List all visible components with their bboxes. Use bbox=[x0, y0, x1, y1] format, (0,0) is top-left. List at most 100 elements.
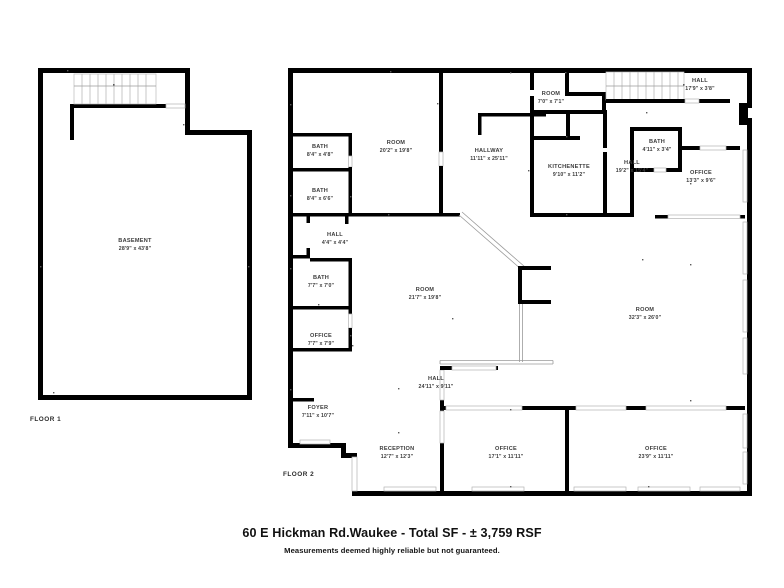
hall-1-dim: 17'9" x 3'8" bbox=[685, 86, 715, 92]
wall-landing-horizontal bbox=[565, 92, 606, 96]
wall-bath1-top bbox=[288, 133, 352, 137]
window-bottom-2 bbox=[471, 486, 525, 492]
window-right-6 bbox=[742, 451, 748, 485]
floor-1-tag: FLOOR 1 bbox=[30, 416, 61, 423]
wall-kitchenette-top bbox=[530, 110, 534, 140]
window-office4-top bbox=[575, 405, 627, 411]
floor-2-tag: FLOOR 2 bbox=[283, 471, 314, 478]
bath-1-name: BATH bbox=[312, 144, 328, 150]
room-label-hall-1: HALL 17'9" x 3'8" bbox=[685, 78, 715, 92]
wall-room2-right bbox=[565, 68, 569, 93]
wall-hall1-bottom bbox=[684, 99, 730, 103]
door-office3 bbox=[439, 410, 445, 444]
wall-office2-bottom bbox=[288, 348, 352, 352]
basement-stair-wall-vertical bbox=[70, 104, 74, 140]
bath-3-dim: 4'11" x 3'4" bbox=[642, 147, 671, 153]
floor-2-group: BATH 8'4" x 4'8" BATH 8'4" x 6'6" ROOM 2… bbox=[283, 68, 752, 496]
bath-3-name: BATH bbox=[649, 139, 665, 145]
basement-dim: 28'9" x 43'8" bbox=[119, 246, 152, 252]
floor-1-group: BASEMENT 28'9" x 43'8" FLOOR 1 bbox=[30, 68, 252, 423]
bath-1-dim: 8'4" x 4'8" bbox=[307, 152, 334, 158]
upper-stair bbox=[605, 71, 685, 101]
wall-center-bottom-arm bbox=[518, 300, 551, 304]
room-4-name: ROOM bbox=[636, 307, 654, 313]
wall-bath3-top bbox=[630, 127, 682, 131]
wall-office2-right-lower bbox=[348, 328, 352, 351]
window-office1-bottom bbox=[667, 214, 741, 219]
wall-hallway-stub-horizontal bbox=[478, 113, 546, 117]
door-bath3 bbox=[653, 167, 667, 173]
door-hall1 bbox=[684, 98, 700, 104]
wall-bath3-left bbox=[630, 127, 634, 172]
room-1-dim: 20'2" x 19'8" bbox=[380, 148, 413, 154]
wall-kitchenette-left bbox=[530, 140, 534, 216]
bath-4-name: BATH bbox=[313, 275, 329, 281]
wall-office3-left bbox=[440, 406, 444, 492]
wall-upperstair-bottom bbox=[606, 99, 684, 103]
center-railing bbox=[439, 304, 554, 365]
bath-4-dim: 7'7" x 7'0" bbox=[308, 283, 335, 289]
wall-kitchenette-inner-right bbox=[566, 110, 570, 140]
room-label-bath-4: BATH 7'7" x 7'0" bbox=[308, 275, 335, 289]
wall-hall2-left bbox=[630, 168, 634, 216]
wall-office3-office4-divider bbox=[565, 406, 569, 492]
room-label-office-4: OFFICE 23'9" x 11'11" bbox=[639, 446, 674, 460]
wall-bath2-bottom bbox=[288, 213, 352, 217]
basement-stair bbox=[73, 73, 157, 105]
office-1-dim: 13'3" x 9'6" bbox=[686, 178, 716, 184]
room-label-basement: BASEMENT 28'9" x 43'8" bbox=[118, 238, 152, 252]
bath-2-dim: 8'4" x 6'6" bbox=[307, 196, 334, 202]
reception-dim: 12'7" x 12'3" bbox=[381, 454, 414, 460]
wall-kitchenette-right bbox=[603, 110, 607, 148]
door-bath1 bbox=[348, 155, 353, 168]
wall-room2-left-lower bbox=[530, 96, 534, 112]
wall-bath4-top bbox=[310, 258, 352, 262]
window-office3-top bbox=[445, 405, 523, 411]
wall-kitchenette-right-lower bbox=[603, 152, 607, 214]
wall-bath1-right bbox=[348, 133, 352, 156]
office-2-dim: 7'7" x 7'9" bbox=[308, 341, 335, 347]
diagonal-partition bbox=[458, 211, 526, 271]
office-4-dim: 23'9" x 11'11" bbox=[639, 454, 674, 460]
room-label-office-3: OFFICE 17'1" x 11'11" bbox=[489, 446, 524, 460]
wall-room2-left bbox=[530, 68, 534, 90]
room-2-dim: 7'0" x 7'1" bbox=[538, 99, 565, 105]
room-label-room-2: ROOM 7'0" x 7'1" bbox=[538, 91, 565, 105]
reception-name: RECEPTION bbox=[380, 446, 415, 452]
window-bottom-1 bbox=[383, 486, 437, 492]
foyer-name: FOYER bbox=[308, 405, 329, 411]
wall-foyer-stub bbox=[288, 398, 314, 402]
wall-hallway-stub-vertical bbox=[478, 113, 482, 135]
room-label-office-1: OFFICE 13'3" x 9'6" bbox=[686, 170, 716, 184]
window-bottom-3 bbox=[573, 486, 627, 492]
wall-hall3-right-vert bbox=[345, 216, 349, 224]
room-label-hallway-1: HALLWAY 11'11" x 25'11" bbox=[470, 148, 508, 162]
plan-caption-subtitle: Measurements deemed highly reliable but … bbox=[284, 546, 500, 555]
floor2-right-notch-wall bbox=[739, 103, 748, 125]
hall-2-name: HALL bbox=[624, 160, 640, 166]
kitchenette-name: KITCHENETTE bbox=[548, 164, 590, 170]
room-label-room-4: ROOM 32'3" x 26'0" bbox=[629, 307, 662, 321]
room-label-bath-3: BATH 4'11" x 3'4" bbox=[642, 139, 671, 153]
room-label-reception: RECEPTION 12'7" x 12'3" bbox=[380, 446, 415, 460]
door-office2 bbox=[348, 313, 353, 329]
wall-center-vert-upper bbox=[518, 266, 522, 304]
room-label-bath-2: BATH 8'4" x 6'6" bbox=[307, 188, 334, 202]
room-label-foyer: FOYER 7'11" x 10'7" bbox=[302, 405, 334, 419]
wall-room2-bottom bbox=[534, 110, 569, 114]
window-right-5 bbox=[742, 413, 748, 449]
room-label-bath-1: BATH 8'4" x 4'8" bbox=[307, 144, 334, 158]
room-3-dim: 21'7" x 19'8" bbox=[409, 295, 442, 301]
office-4-name: OFFICE bbox=[645, 446, 667, 452]
wall-bath4-bottom bbox=[288, 306, 352, 310]
wall-room1-bottom bbox=[352, 213, 460, 217]
hall-3-name: HALL bbox=[327, 232, 343, 238]
window-office1-top bbox=[699, 145, 727, 151]
basement-stair-wall-horizontal bbox=[70, 104, 166, 108]
wall-kitchenette-topbar bbox=[530, 136, 580, 140]
wall-bath3-right bbox=[678, 127, 682, 172]
room-label-kitchenette: KITCHENETTE 9'10" x 11'2" bbox=[548, 164, 590, 178]
wall-hall2-bottom bbox=[607, 213, 634, 217]
wall-kitchenette-bottom bbox=[530, 213, 607, 217]
